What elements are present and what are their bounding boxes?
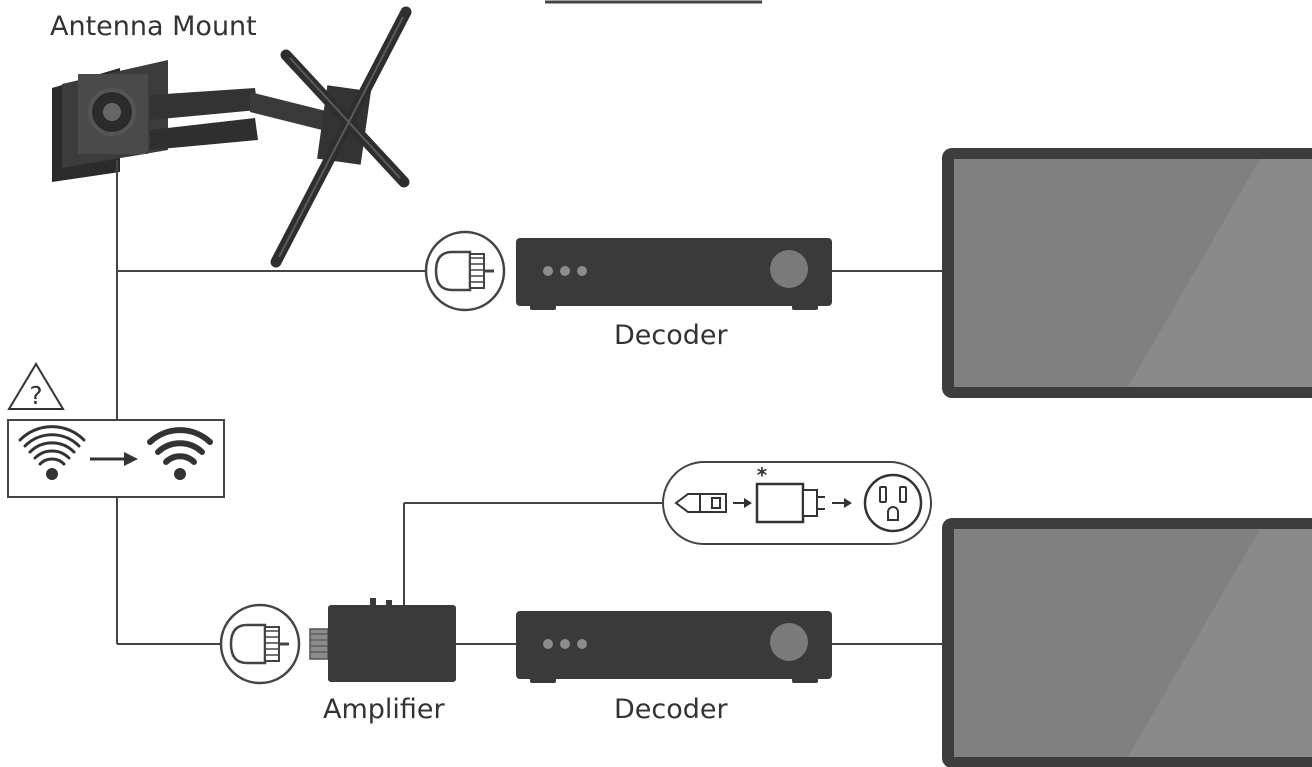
weak-signal-icon (18, 425, 86, 480)
cable-lines (116, 160, 943, 645)
coax-connector-icon (424, 230, 506, 312)
amplifier-label: Amplifier (323, 694, 446, 725)
wall-outlet-icon (863, 473, 923, 533)
decoder-bottom (516, 611, 832, 683)
coax-connector-icon (219, 603, 301, 685)
power-adapter-icon (755, 482, 825, 524)
signal-strength-box (7, 419, 225, 498)
decoder-top-label: Decoder (614, 320, 729, 351)
antenna-mount-image (52, 6, 412, 268)
svg-text:?: ? (29, 381, 42, 410)
usb-plug-icon (674, 493, 727, 513)
tv-bottom (942, 518, 1312, 767)
power-supply-bubble: * (662, 461, 932, 545)
amplifier (309, 598, 456, 682)
svg-text:*: * (757, 463, 768, 487)
decoder-top (516, 238, 832, 310)
warning-triangle-icon: ? (7, 362, 65, 410)
strong-signal-icon (147, 427, 213, 480)
decoder-bottom-label: Decoder (614, 694, 729, 725)
antenna-mount-label: Antenna Mount (50, 11, 257, 42)
tv-top (942, 148, 1312, 398)
